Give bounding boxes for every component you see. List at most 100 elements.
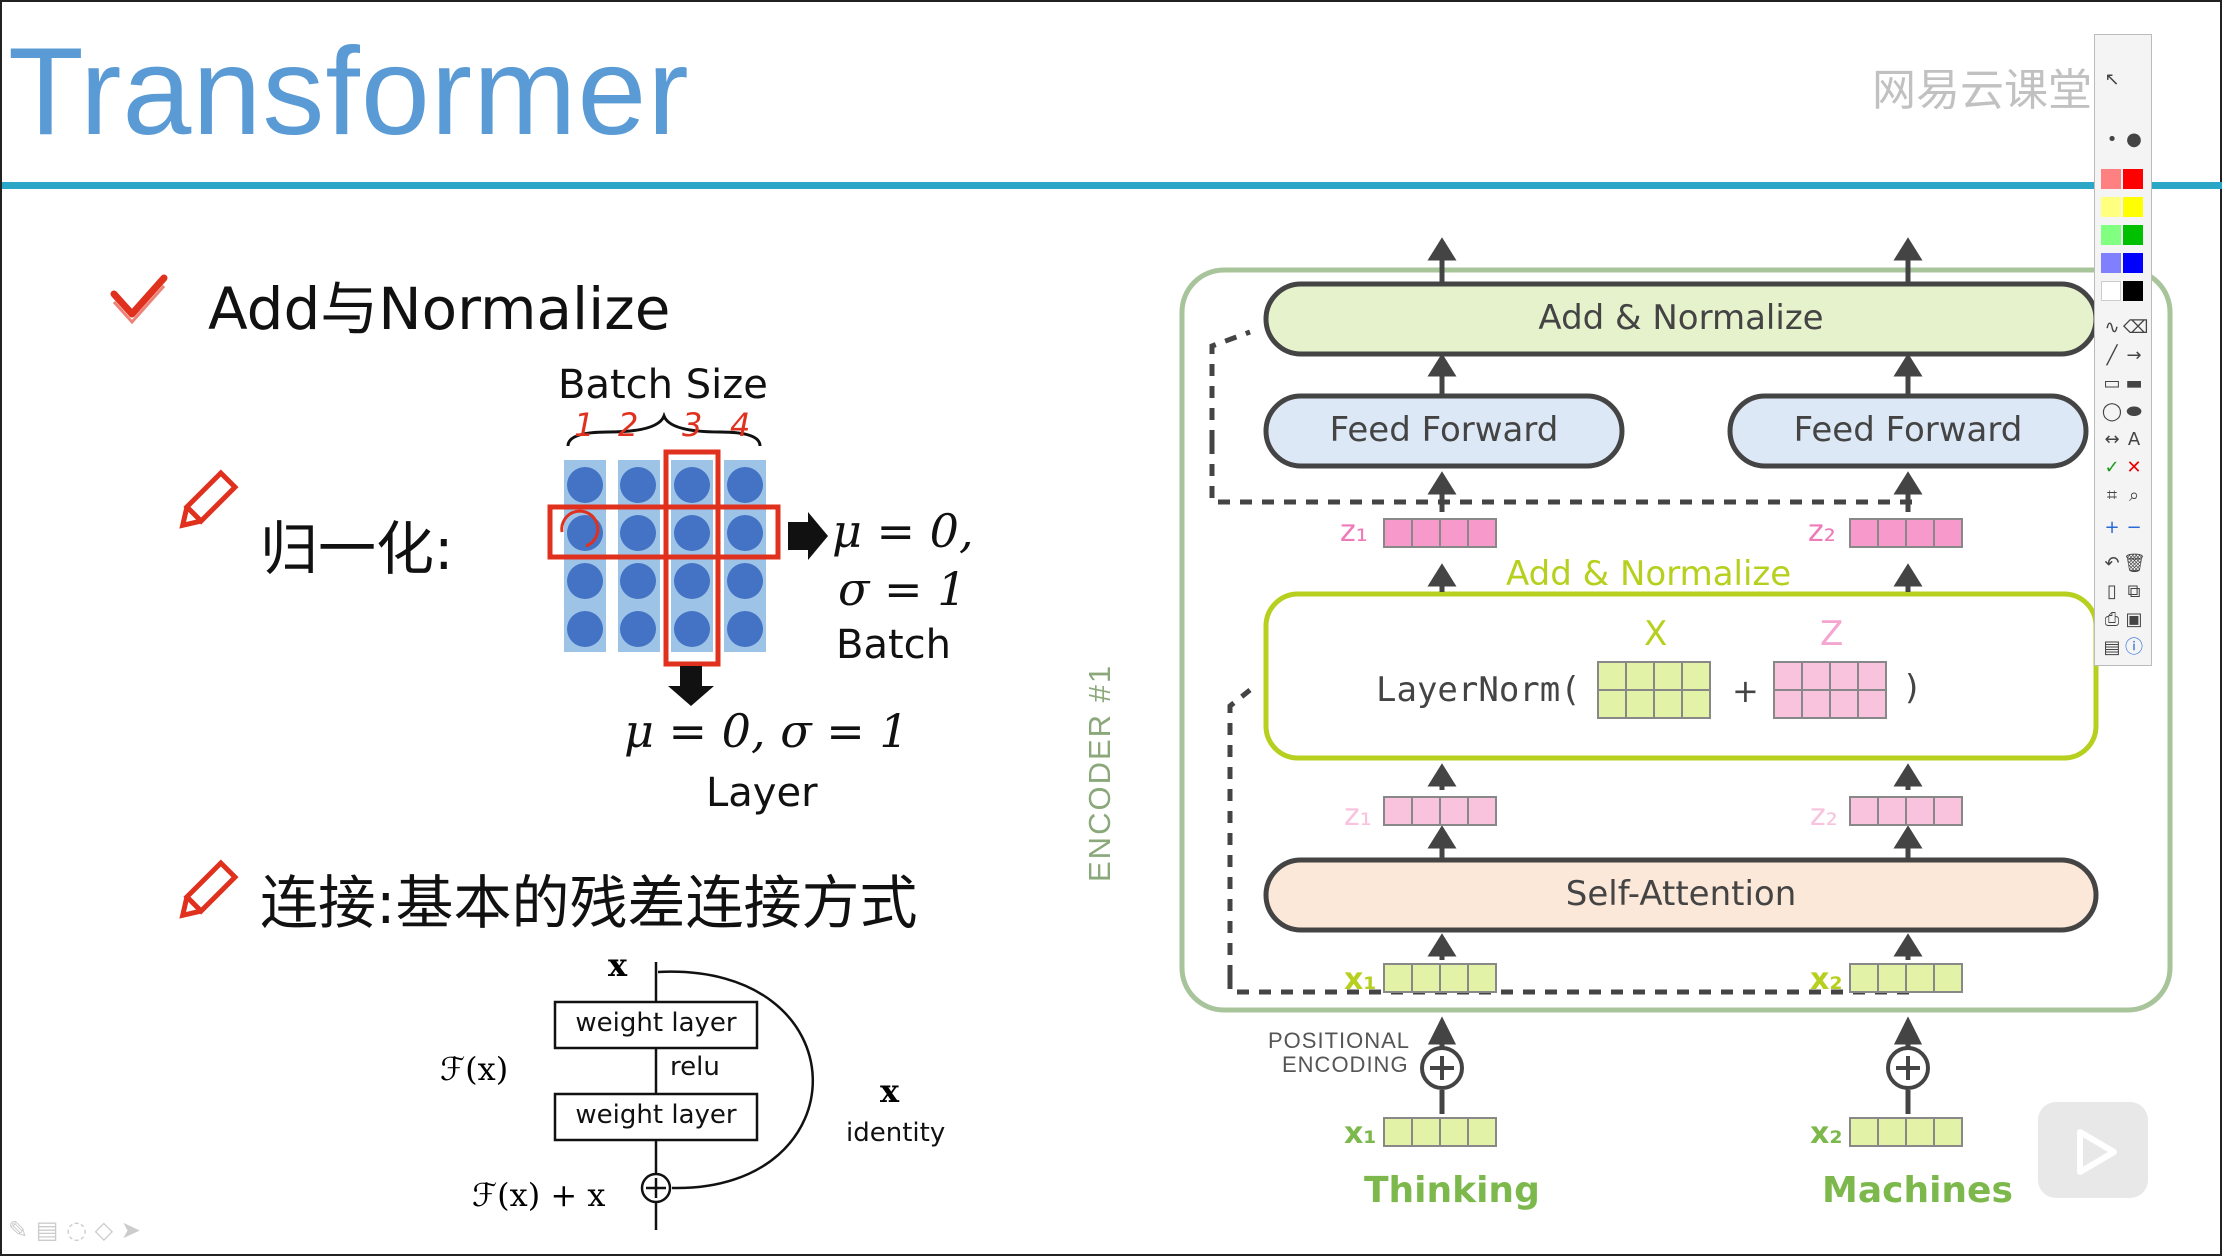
feed-forward-2: Feed Forward: [1793, 410, 2023, 450]
residual-diagram: [553, 962, 814, 1230]
eraser-tool-icon[interactable]: ◇: [94, 1216, 114, 1244]
zoom-icon[interactable]: ⌕: [2128, 485, 2140, 506]
copy-icon[interactable]: ⧉: [2127, 581, 2141, 602]
play-button[interactable]: [2038, 1102, 2148, 1198]
new-page-icon[interactable]: ▯: [2107, 581, 2117, 602]
pencil-icon: [179, 469, 239, 529]
sigma-batch: σ = 1: [838, 562, 967, 616]
feed-forward-1: Feed Forward: [1329, 410, 1559, 450]
x2-input-label: x₂: [1810, 962, 1843, 997]
cross-tool-icon[interactable]: ✕: [2126, 457, 2142, 478]
watermark-logo: 网易云课堂: [1872, 65, 2092, 116]
highlighter-icon[interactable]: ◌: [66, 1216, 88, 1244]
z-matrix-label: Z: [1820, 614, 1844, 654]
relu-label: relu: [670, 1052, 720, 1082]
minus-icon[interactable]: −: [2126, 517, 2142, 538]
z2-top-label: z₂: [1808, 514, 1836, 549]
fx-plus-x-label: ℱ(x) + x: [472, 1176, 606, 1214]
word-machines: Machines: [1822, 1170, 2013, 1211]
title-underline: [2, 182, 2222, 189]
print-icon[interactable]: ⎙: [2104, 609, 2120, 630]
x2-bottom-label: x₂: [1810, 1116, 1843, 1151]
z1-mid-label: z₁: [1344, 798, 1372, 833]
pencil-icon: [179, 859, 239, 919]
col-number-2: 2: [618, 406, 639, 444]
slide-title: Transformer: [8, 23, 690, 161]
bullet-add-normalize: Add与Normalize: [208, 275, 671, 343]
normalization-grid: [547, 411, 828, 706]
z1-top-label: z₁: [1340, 514, 1368, 549]
annotation-toolbar: ↖ • ● ∿ ⌫ ╱ → ▭ ▬ ◯ ⬬ ↔ A ✓ ✕ ⌗ ⌕ + − ↶ …: [2094, 34, 2152, 666]
layernorm-open: LayerNorm(: [1376, 670, 1581, 710]
positional-encoding-line-1: POSITIONAL: [1268, 1028, 1411, 1053]
add-normalize-mid: Add & Normalize: [1506, 554, 1792, 594]
info-icon[interactable]: ⓘ: [2125, 637, 2143, 658]
col-number-1: 1: [574, 406, 595, 444]
fx-label: ℱ(x): [440, 1050, 509, 1088]
pointer-icon[interactable]: ↖: [2104, 69, 2120, 90]
check-icon: [110, 274, 168, 325]
bullet-residual-connection: 连接:基本的残差连接方式: [260, 869, 918, 937]
arrow-line-icon[interactable]: →: [2126, 345, 2142, 366]
color-swatch-white[interactable]: [2101, 281, 2121, 301]
encoder-label: ENCODER #1: [1082, 663, 1117, 882]
text-tool-icon[interactable]: A: [2127, 429, 2141, 450]
add-normalize-top: Add & Normalize: [1538, 298, 1824, 338]
pen-tool-icon[interactable]: ✎: [8, 1216, 29, 1244]
color-swatch-light-blue[interactable]: [2101, 253, 2121, 273]
play-icon: [2077, 1129, 2117, 1175]
self-attention: Self-Attention: [1565, 874, 1797, 914]
check-tool-icon[interactable]: ✓: [2104, 457, 2120, 478]
mu-batch: μ = 0,: [832, 504, 974, 558]
color-swatch-light-red[interactable]: [2101, 169, 2121, 189]
layernorm-close: ): [1902, 668, 1923, 708]
identity-x-label: x: [880, 1072, 900, 1110]
filled-rectangle-icon[interactable]: ▬: [2125, 373, 2143, 394]
bullet-normalization: 归一化:: [260, 515, 454, 583]
color-swatch-yellow[interactable]: [2123, 197, 2143, 217]
screen-icon[interactable]: ▤: [2103, 637, 2121, 658]
batch-size-label: Batch Size: [558, 362, 768, 408]
freehand-icon[interactable]: ∿: [2104, 317, 2120, 338]
batch-label: Batch: [836, 622, 951, 668]
save-icon[interactable]: ▣: [2125, 609, 2143, 630]
color-swatch-black[interactable]: [2123, 281, 2143, 301]
x1-bottom-label: x₁: [1344, 1116, 1377, 1151]
weight-layer-2: weight layer: [575, 1100, 737, 1130]
large-dot-icon[interactable]: ●: [2126, 129, 2142, 150]
encoder-diagram: [1179, 237, 2173, 1147]
filled-ellipse-icon[interactable]: ⬬: [2126, 401, 2142, 422]
plus-sign: +: [1732, 672, 1759, 710]
col-number-3: 3: [682, 406, 703, 444]
positional-encoding-line-2: ENCODING: [1282, 1052, 1409, 1077]
presenter-tools: ✎ ▤ ◌ ◇ ➤: [8, 1216, 141, 1244]
color-swatch-light-green[interactable]: [2101, 225, 2121, 245]
z2-mid-label: z₂: [1810, 798, 1838, 833]
eraser-icon[interactable]: ⌫: [2123, 317, 2149, 338]
color-swatch-green[interactable]: [2123, 225, 2143, 245]
word-thinking: Thinking: [1364, 1170, 1540, 1211]
x1-input-label: x₁: [1344, 962, 1377, 997]
trash-icon[interactable]: 🗑: [2123, 553, 2146, 574]
x-matrix-label: X: [1644, 614, 1668, 654]
slides-icon[interactable]: ▤: [35, 1216, 59, 1244]
plus-icon[interactable]: +: [2104, 517, 2120, 538]
col-number-4: 4: [730, 406, 751, 444]
color-swatch-red[interactable]: [2123, 169, 2143, 189]
weight-layer-1: weight layer: [575, 1008, 737, 1038]
line-icon[interactable]: ╱: [2106, 345, 2118, 366]
double-arrow-icon[interactable]: ↔: [2104, 429, 2120, 450]
undo-icon[interactable]: ↶: [2104, 553, 2120, 574]
pointer-tool-icon[interactable]: ➤: [120, 1216, 141, 1244]
identity-label: identity: [846, 1118, 946, 1148]
crop-icon[interactable]: ⌗: [2106, 485, 2118, 506]
small-dot-icon[interactable]: •: [2106, 129, 2118, 150]
rectangle-icon[interactable]: ▭: [2103, 373, 2121, 394]
color-swatch-blue[interactable]: [2123, 253, 2143, 273]
color-swatch-light-yellow[interactable]: [2101, 197, 2121, 217]
layer-label: Layer: [706, 770, 818, 816]
mu-sigma-layer: μ = 0, σ = 1: [624, 704, 909, 758]
ellipse-icon[interactable]: ◯: [2101, 401, 2123, 422]
